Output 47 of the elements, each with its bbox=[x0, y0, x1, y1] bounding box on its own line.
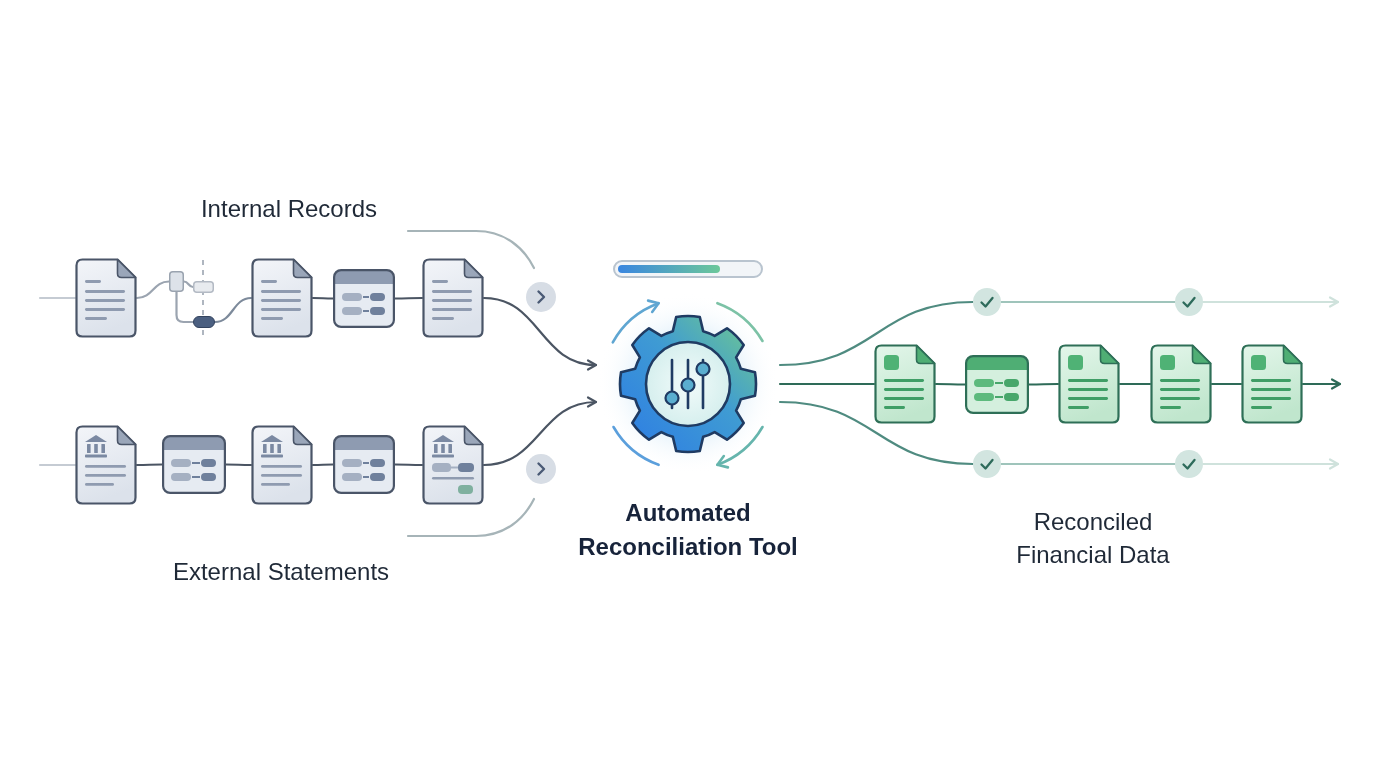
connector-line bbox=[311, 296, 335, 300]
table-card-icon bbox=[965, 355, 1029, 414]
pill-icon bbox=[193, 316, 215, 328]
bank-document-icon bbox=[75, 425, 137, 505]
connector-line bbox=[393, 296, 424, 300]
arrow bbox=[482, 296, 598, 370]
arrow bbox=[1301, 378, 1342, 390]
connector-line bbox=[182, 280, 195, 289]
connector-line bbox=[175, 290, 195, 324]
connector-line bbox=[778, 300, 975, 367]
connector-line bbox=[135, 280, 171, 300]
document-icon bbox=[874, 344, 936, 424]
document-icon bbox=[1150, 344, 1212, 424]
document-icon bbox=[1058, 344, 1120, 424]
section-label: Internal Records bbox=[200, 194, 378, 224]
document-icon bbox=[75, 258, 137, 338]
connector-line bbox=[1210, 382, 1243, 386]
checkmark-icon bbox=[1175, 288, 1203, 316]
arrow bbox=[482, 397, 598, 467]
connector-line bbox=[224, 463, 253, 467]
node-caption: Automated Reconciliation Tool bbox=[577, 498, 799, 562]
table-card-icon bbox=[333, 435, 395, 494]
connector-line bbox=[1118, 382, 1152, 386]
checkmark-icon bbox=[1175, 450, 1203, 478]
document-icon bbox=[1241, 344, 1303, 424]
block-icon bbox=[169, 271, 184, 292]
section-label: External Statements bbox=[172, 557, 390, 587]
checkmark-icon bbox=[973, 288, 1001, 316]
connector-line bbox=[311, 463, 335, 467]
connector-line bbox=[213, 296, 253, 324]
connector-line bbox=[778, 400, 975, 466]
table-card-icon bbox=[333, 269, 395, 328]
block-icon bbox=[193, 281, 214, 293]
connector-line bbox=[934, 382, 967, 386]
document-icon bbox=[422, 258, 484, 338]
connector-line bbox=[393, 463, 424, 467]
bank-document-icon bbox=[422, 425, 484, 505]
section-label: Reconciled Financial Data bbox=[1015, 507, 1171, 570]
table-card-icon bbox=[162, 435, 226, 494]
checkmark-icon bbox=[973, 450, 1001, 478]
connector-line bbox=[38, 463, 77, 467]
connector-line bbox=[135, 463, 164, 467]
document-icon bbox=[251, 258, 313, 338]
bank-document-icon bbox=[251, 425, 313, 505]
connector-line bbox=[778, 382, 876, 386]
connector-line bbox=[38, 296, 77, 300]
connector-line bbox=[1027, 382, 1060, 386]
